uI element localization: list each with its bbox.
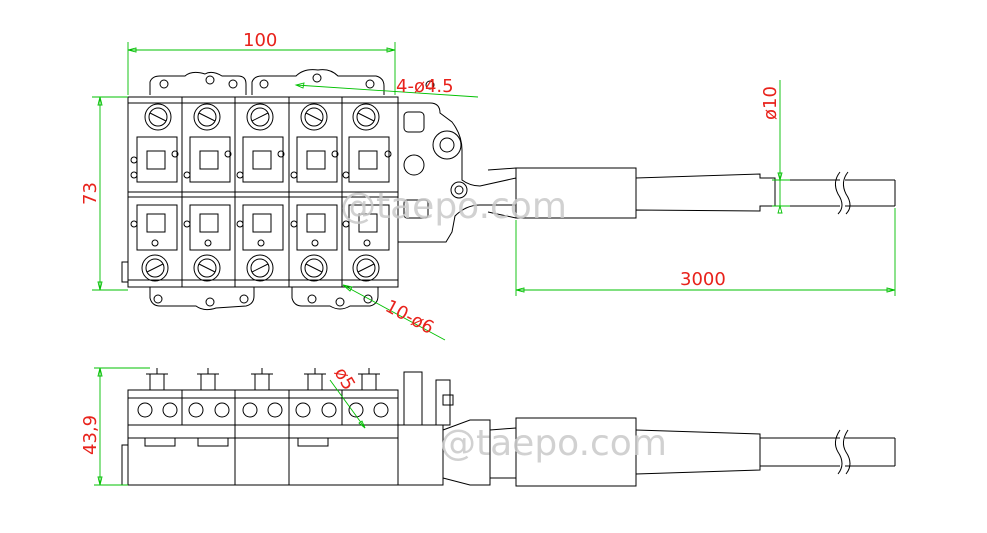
- watermark-top: @taepo.com: [340, 186, 567, 227]
- dim-side-height-label: 43,9: [80, 415, 101, 455]
- watermark-bottom: @taepo.com: [440, 423, 667, 464]
- dim-height-label: 73: [80, 182, 101, 205]
- dimension-cable-diameter: ø10: [760, 80, 790, 214]
- dim-cable-length-label: 3000: [680, 269, 726, 290]
- dimension-holes-small: 4-ø4.5: [294, 76, 479, 98]
- dim-cable-diameter-label: ø10: [760, 86, 781, 120]
- top-view: [121, 69, 896, 311]
- lower-connector-row: [130, 204, 390, 251]
- dim-holes-large-label: 10-ø6: [382, 296, 438, 339]
- side-view: [121, 368, 896, 487]
- dimension-holes-large: 10-ø6: [342, 284, 446, 341]
- bottom-screw-row: [141, 254, 380, 282]
- dim-holes-small-label: 4-ø4.5: [396, 76, 454, 97]
- side-screw-heads: [146, 368, 380, 391]
- dim-side-hole-label: ø5: [330, 364, 359, 394]
- upper-connector-row: [130, 136, 392, 183]
- top-screw-row: [144, 103, 380, 131]
- dim-width-label: 100: [243, 30, 277, 51]
- dimension-width-100: 100: [127, 30, 396, 95]
- dimension-cable-length: 3000: [515, 208, 896, 296]
- dimension-side-height: 43,9: [80, 367, 150, 486]
- side-holes: [137, 402, 389, 418]
- dimension-height-73: 73: [80, 96, 128, 291]
